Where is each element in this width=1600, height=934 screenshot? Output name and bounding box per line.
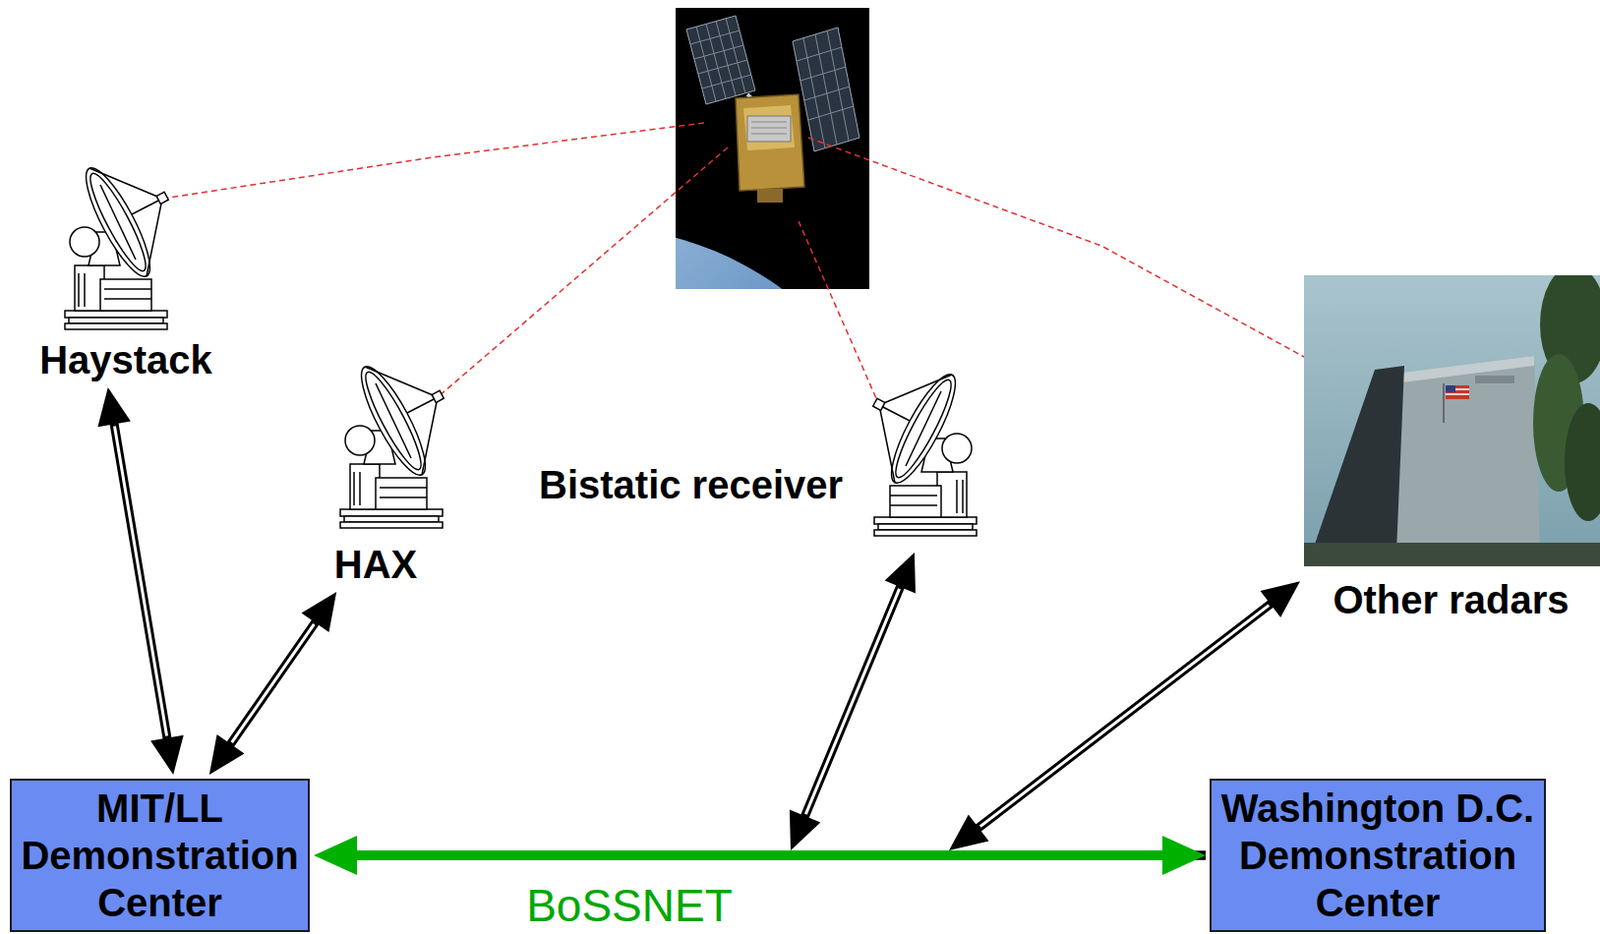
satellite-photo: [690, 17, 752, 102]
node-label: Other radars: [1303, 576, 1599, 624]
dish-antenna: [873, 367, 977, 536]
satellite-photo: [747, 116, 791, 142]
link-shaft-inner: [805, 589, 899, 815]
satellite-photo: [796, 30, 854, 149]
radar-photo: [1303, 265, 1600, 567]
link-shaft: [112, 409, 171, 753]
signal-path: [798, 221, 880, 406]
network-line: [348, 850, 1172, 861]
antenna-label: HAX: [331, 540, 420, 589]
radar-photo: [1442, 383, 1445, 423]
radar-site: Other radars: [1303, 275, 1599, 632]
radar-photo: [1564, 403, 1600, 522]
arrowhead: [948, 814, 990, 851]
radar-photo: [1311, 365, 1405, 553]
node-label: Washington D.C. Demonstration Center: [1215, 784, 1541, 927]
network-link: [313, 835, 1206, 876]
data-link: [209, 592, 337, 775]
network-label: BoSSNET: [526, 883, 733, 929]
arrowhead: [885, 552, 916, 594]
radar-photo: [1445, 385, 1470, 400]
satellite-photo: [675, 226, 870, 290]
radar-photo: [1303, 275, 1600, 567]
node-label: Haystack: [36, 336, 216, 384]
dish-antenna: [340, 359, 444, 529]
arrowhead: [1260, 581, 1302, 618]
link-shaft-inner: [114, 425, 167, 736]
node-label: Bistatic receiver: [538, 461, 984, 509]
signal-path: [162, 122, 1304, 406]
signal-path: [437, 147, 728, 398]
satellite-photo: [792, 27, 860, 152]
demo-center-box: Washington D.C. Demonstration Center: [1209, 778, 1546, 933]
arrowhead: [789, 809, 821, 851]
arrowhead: [209, 734, 245, 775]
satellite-photo: [735, 94, 805, 191]
data-link: [97, 387, 183, 775]
satellite-photo: [675, 7, 870, 290]
radar-photo: [1303, 542, 1600, 567]
link-shaft-inner: [232, 624, 315, 743]
satellite-photo: [751, 121, 787, 134]
arrowhead: [97, 387, 130, 427]
antenna-label: Haystack: [36, 336, 216, 384]
satellite-photo: [757, 188, 783, 203]
demo-center-box: MIT/LL Demonstration Center: [9, 778, 310, 933]
node-label: MIT/LL Demonstration Center: [15, 784, 304, 927]
satellite-photo: [743, 105, 795, 151]
arrowhead: [313, 835, 357, 876]
arrowhead: [301, 592, 338, 633]
radar-photo: [1445, 385, 1456, 393]
satellite-photo: [686, 15, 756, 105]
signal-path: [162, 122, 705, 199]
radar-photo: [1475, 375, 1515, 384]
satellite-photo: [265, 7, 915, 876]
receiver-site: Bistatic receiver: [535, 369, 984, 549]
satellite-photo: [675, 7, 870, 290]
link-shaft: [222, 610, 324, 758]
node-label: HAX: [331, 540, 420, 589]
arrowhead: [1162, 835, 1206, 876]
dish-antenna: [64, 161, 169, 330]
signal-path: [808, 137, 1304, 357]
arrowhead: [150, 735, 184, 775]
